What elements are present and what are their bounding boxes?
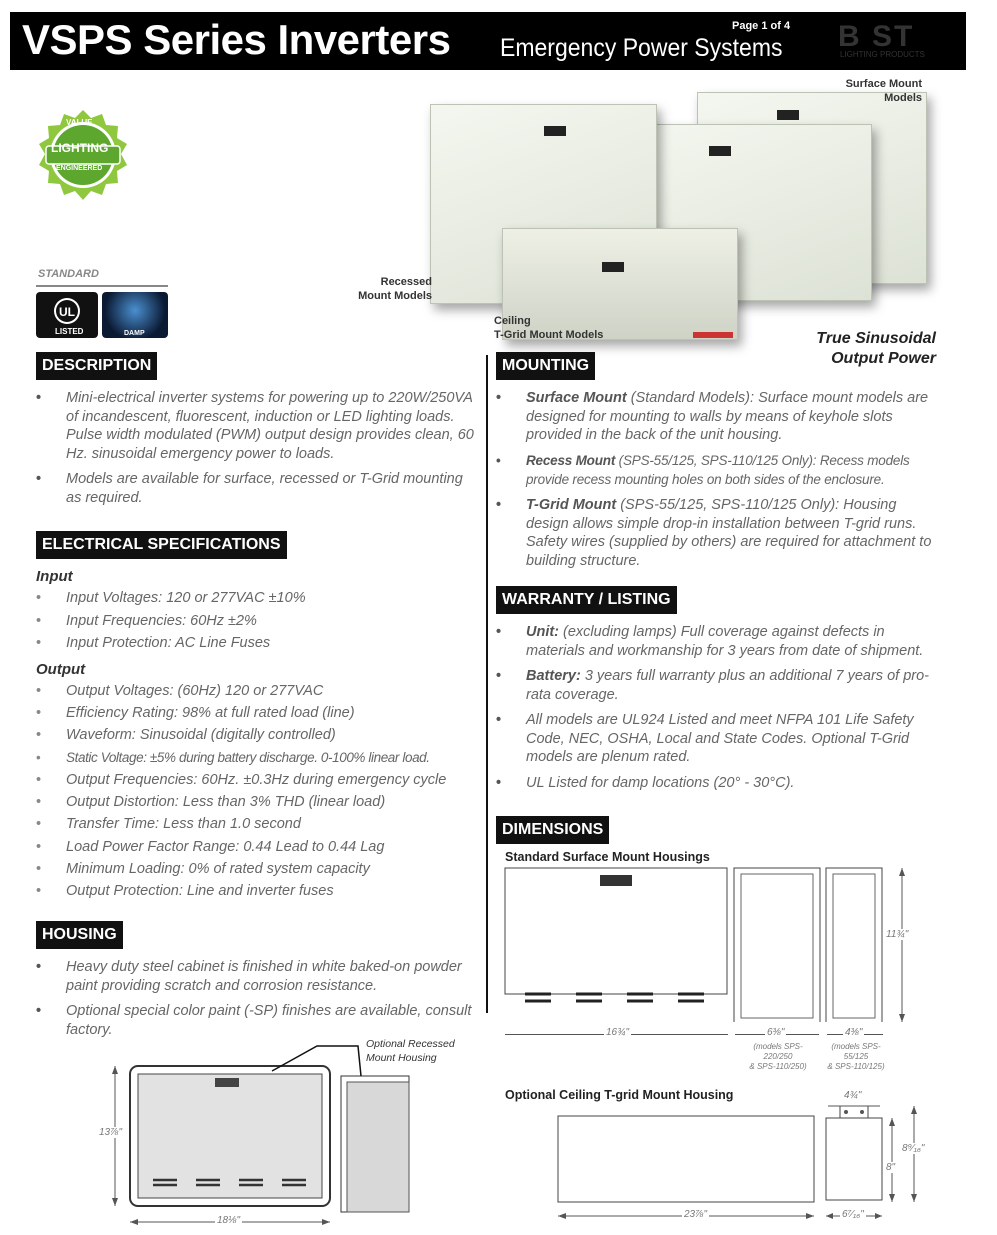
spec-item: •Output Distortion: Less than 3% THD (li… (36, 794, 386, 810)
spec-item: •Output Protection: Line and inverter fu… (36, 883, 334, 899)
description-item: •Models are available for surface, reces… (36, 471, 463, 506)
recessed-mount-caption: Recessed Mount Models (358, 276, 432, 302)
badge-bottom-text: ENGINEERED (56, 165, 103, 172)
spec-item: •Efficiency Rating: 98% at full rated lo… (36, 705, 355, 721)
badge-top-text: VALUE (66, 118, 93, 127)
recessed-housing-label: Optional Recessed Mount Housing (366, 1038, 455, 1064)
tgrid-height-inner-dim: 8" (886, 1162, 896, 1173)
recessed-width-dim: 18⅛" (215, 1215, 243, 1226)
description-item: •Mini-electrical inverter systems for po… (36, 390, 474, 462)
spec-item: •Input Voltages: 120 or 277VAC ±10% (36, 590, 306, 606)
brand-logo: B ST (838, 20, 915, 53)
spec-item: •Output Voltages: (60Hz) 120 or 277VAC (36, 683, 324, 699)
standard-divider (36, 285, 168, 287)
warranty-item: •Battery: 3 years full warranty plus an … (496, 668, 929, 703)
warranty-item: •All models are UL924 Listed and meet NF… (496, 712, 914, 765)
ul-listed-label: LISTED (55, 327, 84, 336)
recessed-height-dim: 13⅞" (99, 1127, 123, 1138)
spec-item: •Waveform: Sinusoidal (digitally control… (36, 727, 336, 743)
tgrid-height-outer-dim: 8⁹⁄₁₆" (902, 1143, 925, 1154)
mounting-item: •Recess Mount (SPS-55/125, SPS-110/125 O… (496, 453, 910, 487)
housing-item: •Heavy duty steel cabinet is finished in… (36, 959, 462, 994)
depth2-dim: 4⅜" (843, 1027, 865, 1038)
page-title: VSPS Series Inverters (22, 16, 451, 63)
surface-housing-title: Standard Surface Mount Housings (505, 850, 710, 864)
surface-housing-drawing (500, 862, 920, 1025)
surface-width-dim: 16¾" (604, 1027, 632, 1038)
header-bar (10, 12, 966, 70)
depth1-dim: 6⅜" (765, 1027, 787, 1038)
cabinet-label-strip (693, 332, 733, 338)
value-engineered-badge (36, 108, 130, 202)
spec-item: •Load Power Factor Range: 0.44 Lead to 0… (36, 839, 385, 855)
panel-indicator (709, 146, 731, 156)
damp-icon (102, 292, 168, 338)
standard-label: STANDARD (38, 268, 99, 280)
recessed-housing-drawing (95, 1034, 435, 1230)
spec-item: •Minimum Loading: 0% of rated system cap… (36, 861, 370, 877)
spec-item: •Input Frequencies: 60Hz ±2% (36, 613, 257, 629)
brand-logo-sub: LIGHTING PRODUCTS (840, 50, 925, 59)
panel-indicator (777, 110, 799, 120)
warranty-item: •UL Listed for damp locations (20° - 30°… (496, 775, 795, 791)
tagline: True Sinusoidal Output Power (816, 330, 936, 367)
output-heading: Output (36, 661, 86, 678)
spec-item: •Transfer Time: Less than 1.0 second (36, 816, 301, 832)
dimensions-heading: DIMENSIONS (496, 816, 610, 844)
panel-indicator (544, 126, 566, 136)
warranty-item: •Unit: (excluding lamps) Full coverage a… (496, 624, 924, 659)
spec-item: •Static Voltage: ±5% during battery disc… (36, 750, 430, 765)
depth1-note: (models SPS- 220/250 & SPS-110/250) (749, 1042, 807, 1071)
damp-label: DAMP (124, 330, 145, 337)
warranty-heading: WARRANTY / LISTING (496, 586, 677, 614)
housing-heading: HOUSING (36, 921, 123, 949)
mounting-item: •T-Grid Mount (SPS-55/125, SPS-110/125 O… (496, 497, 932, 569)
column-divider (486, 355, 488, 1013)
housing-item: •Optional special color paint (-SP) fini… (36, 1003, 472, 1038)
surface-height-dim: 11¾" (886, 929, 909, 940)
tgrid-housing-drawing (550, 1090, 930, 1225)
badge-middle-text: LIGHTING (51, 141, 109, 155)
panel-indicator (602, 262, 624, 272)
tgrid-depth-top-dim: 4¾" (842, 1090, 864, 1101)
description-heading: DESCRIPTION (36, 352, 158, 380)
page-number: Page 1 of 4 (732, 20, 791, 32)
tgrid-depth-bottom-dim: 6⁷⁄₁₆" (840, 1209, 866, 1220)
page-subtitle: Emergency Power Systems (500, 34, 783, 62)
electrical-heading: ELECTRICAL SPECIFICATIONS (36, 531, 287, 559)
svg-text:UL: UL (59, 305, 75, 319)
depth2-note: (models SPS- 55/125 & SPS-110/125) (827, 1042, 885, 1071)
surface-mount-caption: Surface Mount Models (845, 78, 922, 104)
spec-item: •Input Protection: AC Line Fuses (36, 635, 271, 651)
input-heading: Input (36, 568, 73, 585)
tgrid-cabinet (502, 228, 738, 340)
tgrid-housing-title: Optional Ceiling T-grid Mount Housing (505, 1088, 734, 1102)
ceiling-mount-caption: Ceiling T-Grid Mount Models (494, 315, 604, 341)
ul-listed-icon: UL (36, 292, 98, 338)
mounting-heading: MOUNTING (496, 352, 596, 380)
tgrid-width-dim: 23⅞" (682, 1209, 710, 1220)
spec-item: •Output Frequencies: 60Hz. ±0.3Hz during… (36, 772, 447, 788)
mounting-item: •Surface Mount (Standard Models): Surfac… (496, 390, 929, 443)
